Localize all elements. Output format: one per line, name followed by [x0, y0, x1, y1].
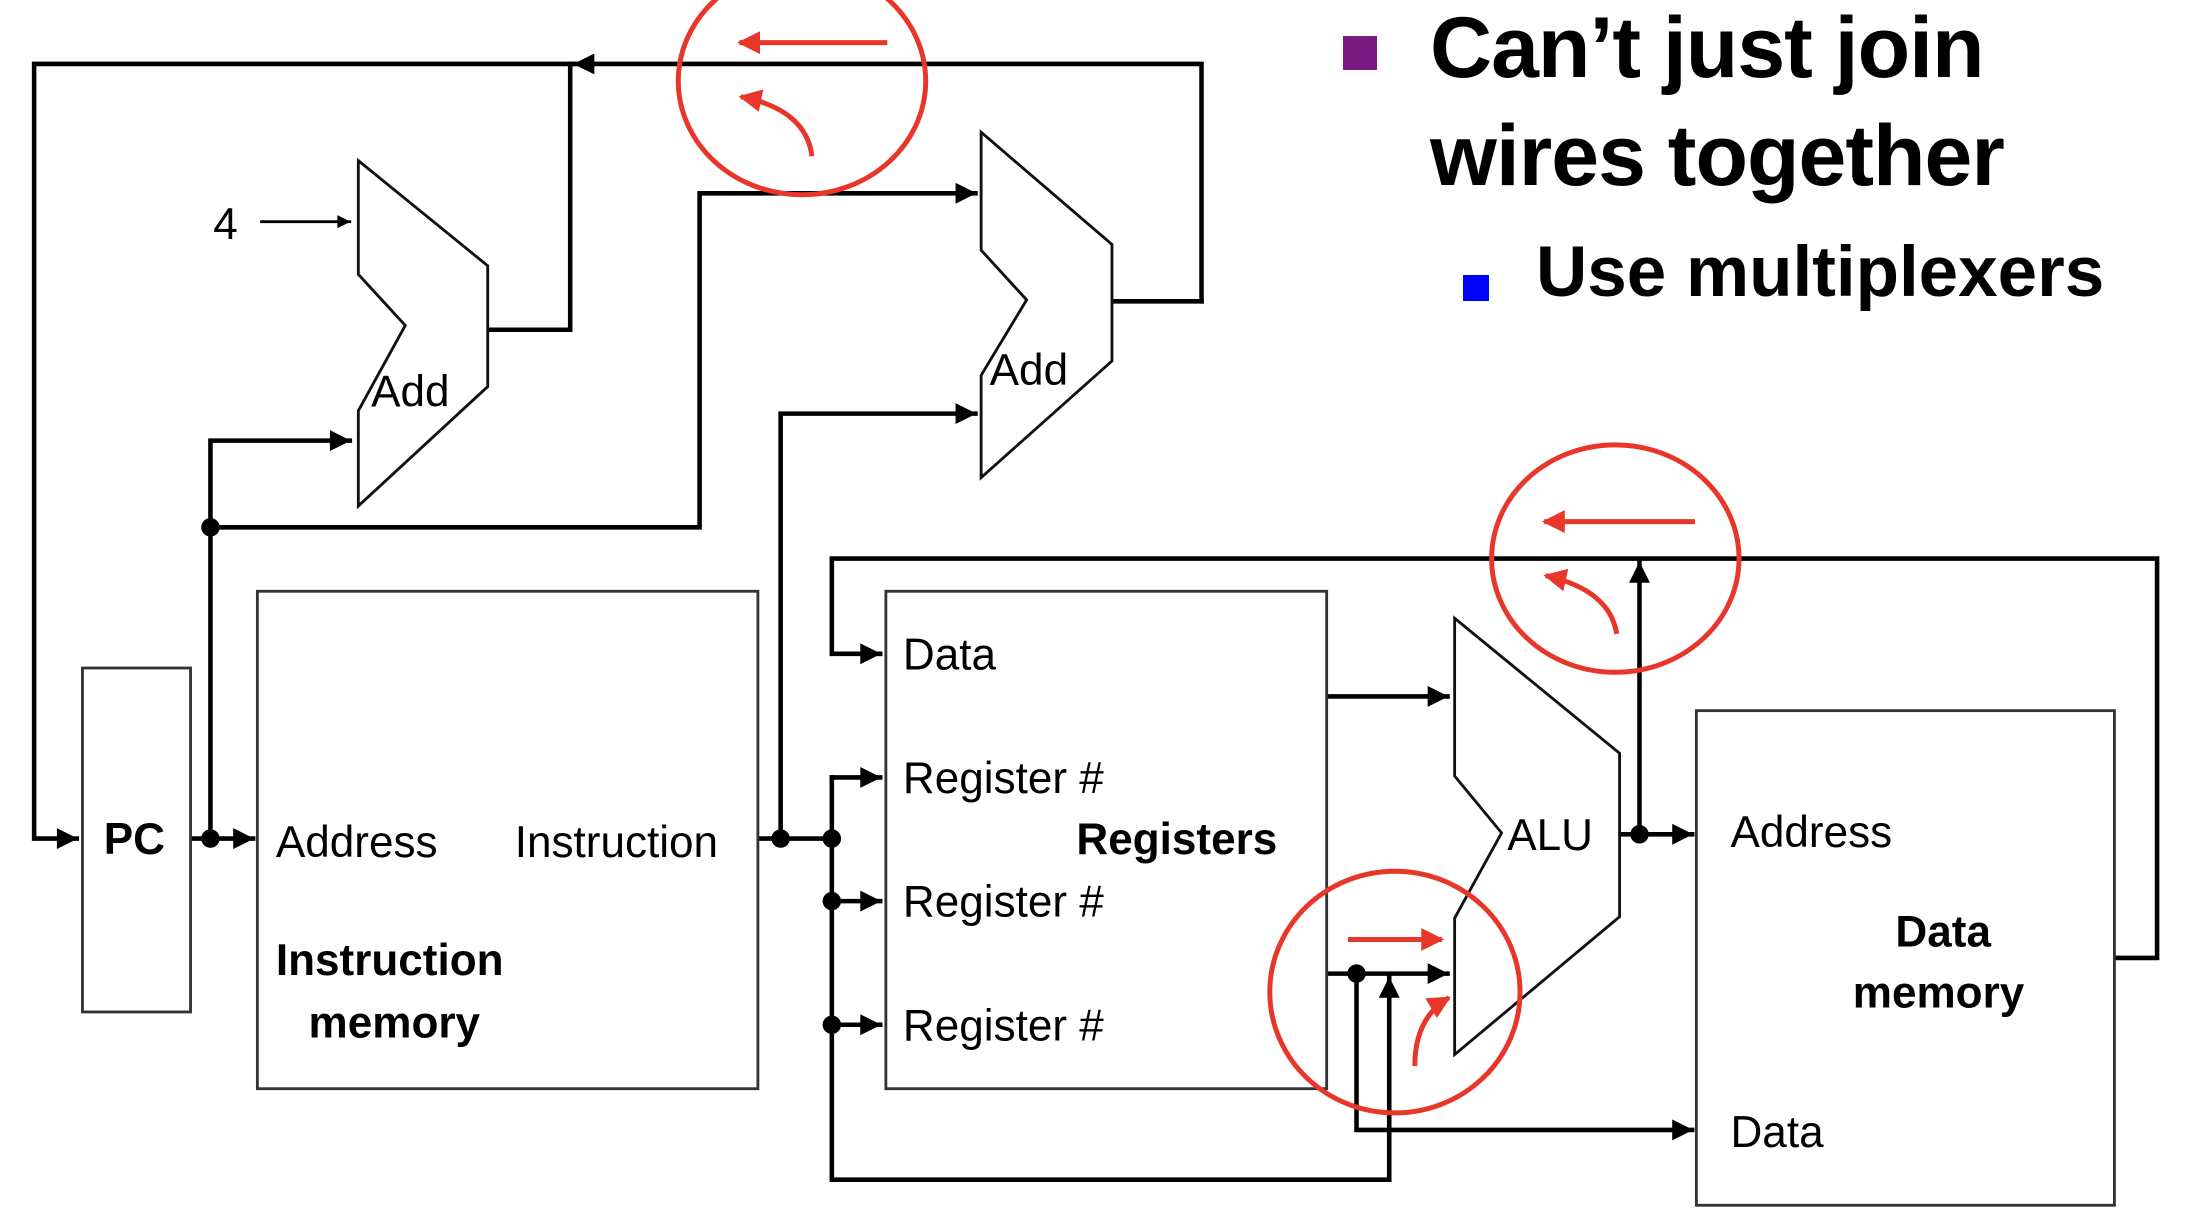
junction-dot	[771, 829, 790, 848]
bullet-level1-line1: Can’t just join	[1430, 0, 1985, 96]
adder-label: Add	[990, 346, 1068, 395]
wire-pc-to-add2	[208, 182, 978, 530]
imem-instruction-port: Instruction	[515, 818, 718, 867]
adder-label: Add	[371, 367, 449, 416]
wire-instr-to-add2	[778, 403, 978, 841]
reg-port-1: Register #	[903, 754, 1104, 803]
imem-title-line2: memory	[309, 999, 481, 1048]
conflict-annotation-pc	[675, 0, 929, 198]
adder-shape	[979, 129, 1114, 481]
adder-branch-target: Add	[979, 129, 1114, 481]
imem-address-port: Address	[276, 818, 438, 867]
reg-data-port: Data	[903, 630, 997, 679]
junction-dot	[822, 1015, 842, 1034]
adder-shape	[356, 157, 490, 510]
pc-box	[81, 666, 192, 1014]
junction-dot	[822, 891, 842, 911]
bullet-level2: Use multiplexers	[1536, 233, 2105, 312]
wire-pc-to-add1	[208, 430, 353, 841]
pc-label: PC	[104, 815, 165, 864]
bullet-level1: Can’t just join wires together	[1430, 0, 2204, 210]
adder-pc-increment: Add	[356, 157, 490, 510]
imem-title-line1: Instruction	[276, 936, 504, 985]
junction-dot	[201, 518, 220, 537]
wires	[31, 53, 2160, 1182]
register-file: Data Register # Registers Register # Reg…	[884, 589, 1329, 1091]
alu-label: ALU	[1507, 811, 1593, 860]
conflict-annotation-writeback	[1489, 442, 1742, 675]
instruction-memory-box	[255, 589, 760, 1091]
registers-title: Registers	[1076, 815, 1277, 864]
highlight-circle	[675, 0, 929, 198]
curved-arrow-icon	[738, 89, 815, 157]
junction-dot	[822, 829, 842, 848]
wire-writeback	[829, 556, 2160, 961]
data-memory-box	[1694, 709, 2116, 1207]
junction-dot	[1347, 964, 1366, 983]
curved-arrow-icon	[1412, 995, 1451, 1066]
highlight-circle	[1267, 868, 1523, 1116]
alu-shape	[1453, 615, 1622, 1058]
reg-port-2: Register #	[903, 878, 1104, 927]
curved-arrow-icon	[1543, 568, 1620, 635]
bullet-marker-level2	[1463, 275, 1489, 301]
program-counter: PC	[81, 666, 192, 1014]
dmem-address-port: Address	[1730, 808, 1892, 857]
junction-dots	[201, 518, 1649, 1034]
junction-dot	[1630, 825, 1649, 844]
data-memory: Address Data memory Data	[1694, 709, 2116, 1207]
dmem-title-line1: Data	[1895, 908, 1991, 957]
dmem-data-port: Data	[1730, 1108, 1824, 1157]
alu: ALU	[1453, 615, 1622, 1058]
conflict-annotation-alu-input	[1267, 868, 1523, 1116]
bullet-level1-line2: wires together	[1430, 108, 2005, 204]
dmem-title-line2: memory	[1853, 969, 2025, 1018]
constant-four-label: 4	[213, 200, 238, 249]
wire-add1-out	[485, 61, 573, 333]
wire-read2-to-dmem	[1354, 971, 1695, 1141]
junction-dot	[201, 829, 220, 848]
instruction-memory: Address Instruction Instruction memory	[255, 589, 760, 1091]
wire-next-pc-loop	[572, 53, 1204, 304]
bullet-marker-level1	[1343, 36, 1377, 70]
reg-port-3: Register #	[903, 1001, 1104, 1050]
highlight-circle	[1489, 442, 1742, 675]
register-file-box	[884, 589, 1329, 1091]
wire-top-loop-left	[31, 61, 577, 850]
